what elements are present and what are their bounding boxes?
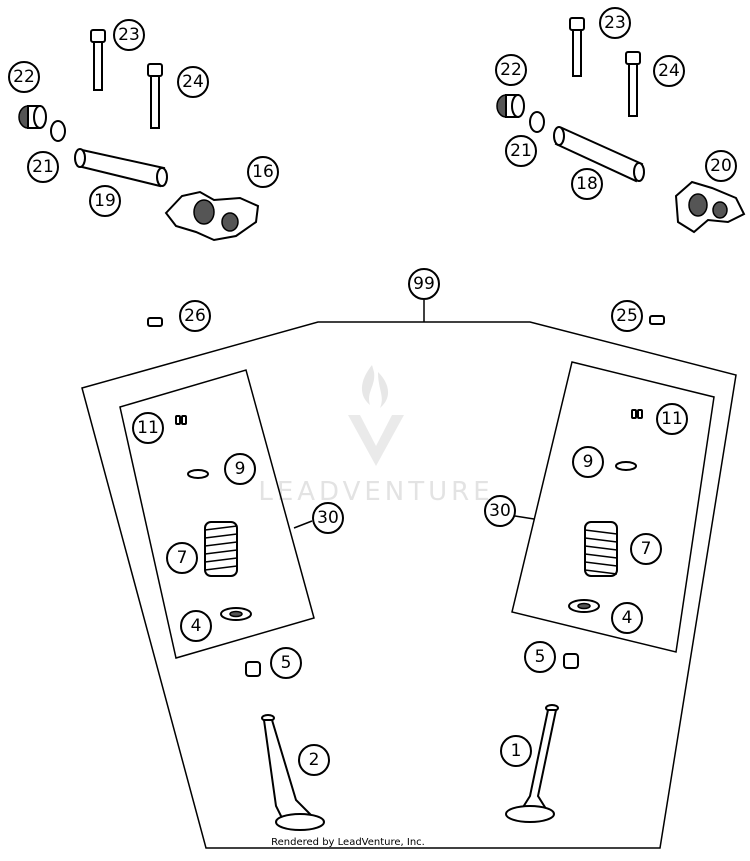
svg-text:99: 99	[413, 274, 435, 294]
callout-23-right: 23	[599, 7, 631, 39]
rocker-arm-20	[674, 180, 746, 234]
svg-text:4: 4	[622, 608, 633, 628]
svg-text:9: 9	[583, 452, 594, 472]
callout-24-left: 24	[177, 66, 209, 98]
svg-text:21: 21	[510, 141, 532, 161]
valve-keepers-11-left	[175, 415, 187, 425]
svg-text:19: 19	[94, 191, 116, 211]
bolt-23-right	[569, 17, 585, 77]
callout-5-right: 5	[524, 641, 556, 673]
cylinder-head-kit-frame	[81, 321, 737, 849]
retainer-9-right	[615, 461, 637, 471]
callout-7-right: 7	[630, 533, 662, 565]
callout-4-left: 4	[180, 610, 212, 642]
svg-text:5: 5	[281, 653, 292, 673]
callout-4-right: 4	[611, 602, 643, 634]
bolt-24-right	[625, 51, 641, 117]
callout-9-left: 9	[224, 453, 256, 485]
svg-text:5: 5	[535, 647, 546, 667]
valve-seal-5-right	[563, 653, 579, 669]
svg-text:2: 2	[309, 750, 320, 770]
svg-text:9: 9	[235, 459, 246, 479]
callout-11-right: 11	[656, 403, 688, 435]
right-valve-spring-kit-box	[511, 361, 715, 653]
callout-26: 26	[179, 300, 211, 332]
callout-1: 1	[500, 735, 532, 767]
callout-99: 99	[408, 268, 440, 300]
valve-spring-7-right	[584, 521, 618, 577]
svg-text:23: 23	[118, 25, 140, 45]
callout-7-left: 7	[166, 542, 198, 574]
svg-text:26: 26	[184, 306, 206, 326]
callout-19: 19	[89, 185, 121, 217]
svg-text:16: 16	[252, 162, 274, 182]
svg-text:1: 1	[511, 741, 522, 761]
callout-24-right: 24	[653, 55, 685, 87]
valve-seal-5-left	[245, 661, 261, 677]
svg-text:30: 30	[489, 501, 511, 521]
left-valve-spring-kit-box	[119, 369, 315, 659]
svg-text:22: 22	[13, 67, 35, 87]
callout-16: 16	[247, 156, 279, 188]
svg-text:4: 4	[191, 616, 202, 636]
svg-text:24: 24	[182, 72, 204, 92]
spring-seat-4-left	[220, 607, 252, 621]
rocker-shaft-18	[553, 126, 645, 183]
valve-keepers-11-right	[631, 409, 643, 419]
svg-text:25: 25	[616, 306, 638, 326]
svg-text:18: 18	[576, 174, 598, 194]
o-ring-21-right	[529, 111, 545, 133]
svg-text:7: 7	[177, 548, 188, 568]
svg-text:11: 11	[661, 409, 683, 429]
svg-text:7: 7	[641, 539, 652, 559]
callout-9-right: 9	[572, 446, 604, 478]
callout-21-right: 21	[505, 135, 537, 167]
plug-22-left	[18, 105, 47, 129]
callout-25: 25	[611, 300, 643, 332]
callout-21-left: 21	[27, 151, 59, 183]
svg-text:22: 22	[500, 60, 522, 80]
shim-26	[147, 317, 163, 327]
callout-20: 20	[705, 150, 737, 182]
o-ring-21-left	[50, 120, 66, 142]
valve-1	[505, 704, 559, 823]
retainer-9-left	[187, 469, 209, 479]
callout-2: 2	[298, 744, 330, 776]
leader-line-30-left	[293, 520, 313, 529]
valve-2	[261, 714, 325, 831]
spring-seat-4-right	[568, 599, 600, 613]
callout-11-left: 11	[132, 412, 164, 444]
svg-text:23: 23	[604, 13, 626, 33]
callout-22-left: 22	[8, 61, 40, 93]
plug-22-right	[496, 94, 525, 118]
watermark-brand-text: LEADVENTURE	[258, 477, 493, 507]
svg-text:20: 20	[710, 156, 732, 176]
valve-spring-7-left	[204, 521, 238, 577]
callout-22-right: 22	[495, 54, 527, 86]
callout-5-left: 5	[270, 647, 302, 679]
svg-text:30: 30	[317, 508, 339, 528]
callout-23-left: 23	[113, 19, 145, 51]
svg-text:24: 24	[658, 61, 680, 81]
leader-line-30-right	[514, 515, 535, 520]
bolt-23-left	[90, 29, 106, 91]
watermark-logo	[348, 365, 404, 466]
footer-credit: Rendered by LeadVenture, Inc.	[271, 837, 425, 848]
callout-18: 18	[571, 168, 603, 200]
svg-text:21: 21	[32, 157, 54, 177]
rocker-shaft-19	[74, 148, 168, 188]
bolt-24-left	[147, 63, 163, 129]
callout-30-left: 30	[312, 502, 344, 534]
rocker-arm-16	[164, 190, 260, 242]
shim-25	[649, 315, 665, 325]
callout-30-right: 30	[484, 495, 516, 527]
svg-text:11: 11	[137, 418, 159, 438]
